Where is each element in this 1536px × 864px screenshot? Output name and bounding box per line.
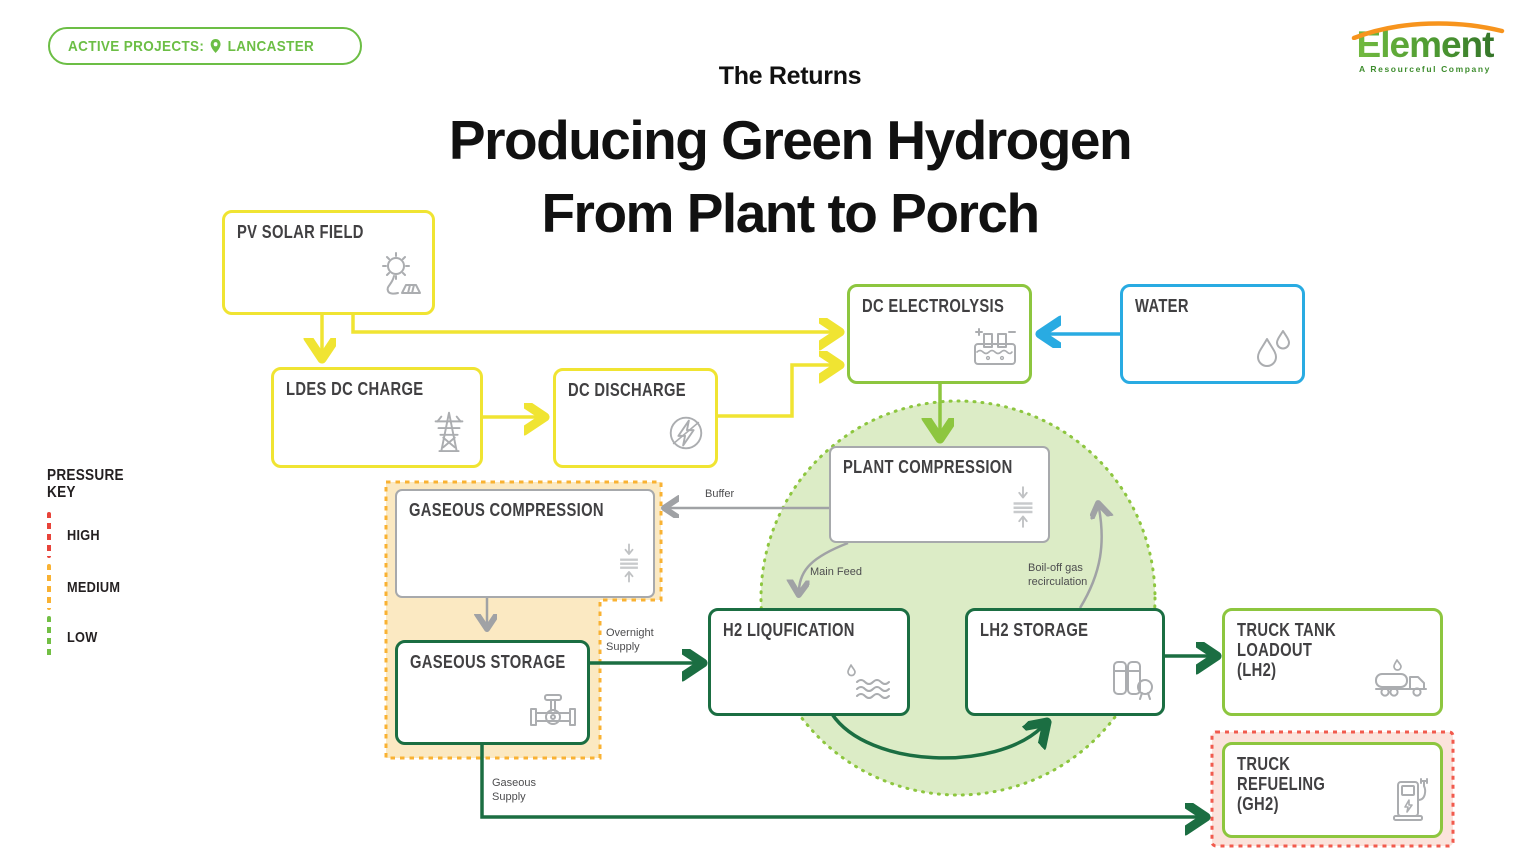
compression-icon (1006, 484, 1040, 535)
flow-label-gaseous-supply: Gaseous Supply (492, 777, 537, 804)
node-dc-electrolysis: DC ELECTROLYSIS (847, 284, 1032, 384)
pressure-key-title-line1: PRESSURE (47, 467, 124, 484)
node-gaseous-storage: GASEOUS STORAGE (395, 640, 590, 745)
page-header: The Returns Producing Green Hydrogen Fro… (44, 62, 1536, 241)
node-h2-liquification: H2 LIQUFICATION (708, 608, 910, 716)
node-label-line2: REFUELING (1237, 774, 1326, 795)
node-lh2-storage: LH2 STORAGE (965, 608, 1165, 716)
flow-gaseous-supply (480, 745, 1199, 817)
high-pressure-swatch (47, 512, 51, 558)
node-label: PLANT COMPRESSION (843, 457, 1013, 477)
transmission-tower-icon (426, 406, 472, 459)
node-label: GASEOUS STORAGE (410, 652, 566, 672)
node-label-line3: (LH2) (1237, 660, 1277, 681)
sun-solar-panel-icon (368, 249, 424, 306)
flow-label-boil-off: Boil-off gas recirculation (1028, 562, 1088, 589)
pressure-key-label-medium: MEDIUM (67, 579, 121, 596)
logo-tagline: A Resourceful Company (1359, 64, 1491, 74)
element-logo: Element A Resourceful Company (1340, 18, 1510, 74)
node-pv-solar-field: PV SOLAR FIELD (222, 210, 435, 315)
node-label-line1: TRUCK TANK (1237, 620, 1336, 640)
storage-tanks-icon (1106, 654, 1154, 707)
pressure-key: PRESSURE KEY HIGH MEDIUM LOW (47, 467, 137, 658)
pipe-valve-icon (527, 689, 579, 736)
pressure-key-label-high: HIGH (67, 527, 100, 544)
flow-label-buffer: Buffer (705, 488, 735, 500)
page-title-line1: Producing Green Hydrogen (448, 109, 1133, 171)
liquid-waves-icon (843, 662, 899, 707)
node-label: PV SOLAR FIELD (237, 222, 364, 242)
location-pin-icon (211, 39, 221, 53)
node-water: WATER (1120, 284, 1305, 384)
flow-label-main-feed: Main Feed (810, 566, 862, 578)
medium-pressure-swatch (47, 564, 51, 610)
pressure-key-title-line2: KEY (47, 483, 76, 501)
flow-main-feed (799, 541, 849, 590)
tanker-truck-icon (1372, 658, 1432, 707)
pressure-key-item-low: LOW (47, 616, 97, 658)
node-label-line3: (GH2) (1237, 794, 1279, 815)
logo-swoosh-icon (1351, 21, 1505, 40)
flow-label-overnight-supply: Overnight Supply (606, 627, 654, 654)
node-label: DC DISCHARGE (568, 380, 686, 400)
node-label-line1: TRUCK (1237, 754, 1291, 774)
node-label: GASEOUS COMPRESSION (409, 500, 604, 520)
flow-boil-off (1078, 508, 1102, 609)
low-pressure-swatch (47, 616, 51, 658)
lightning-bolt-icon (665, 412, 707, 459)
node-plant-compression: PLANT COMPRESSION (829, 446, 1050, 543)
node-truck-refueling: TRUCK REFUELING (GH2) (1222, 742, 1443, 838)
node-label: DC ELECTROLYSIS (862, 296, 1005, 316)
node-label-line2: LOADOUT (1237, 640, 1313, 661)
node-gaseous-compression: GASEOUS COMPRESSION (395, 489, 655, 598)
flow-pv-to-electrolysis (351, 315, 833, 332)
water-droplets-icon (1250, 326, 1294, 375)
pressure-key-label-low: LOW (67, 629, 98, 646)
badge-location: LANCASTER (227, 37, 315, 55)
header-kicker: The Returns (718, 62, 862, 90)
node-ldes-dc-charge: LDES DC CHARGE (271, 367, 483, 468)
compression-icon (613, 541, 645, 590)
node-label: LDES DC CHARGE (286, 379, 424, 399)
pressure-key-item-medium: MEDIUM (47, 564, 120, 610)
fuel-pump-icon (1388, 776, 1432, 829)
badge-label: ACTIVE PROJECTS: (68, 37, 205, 55)
node-dc-discharge: DC DISCHARGE (553, 368, 718, 468)
node-label: WATER (1135, 296, 1189, 316)
logo-wordmark: Element (1340, 26, 1510, 63)
node-label: H2 LIQUFICATION (723, 620, 855, 640)
page-title-line2: From Plant to Porch (541, 182, 1040, 244)
active-projects-badge: ACTIVE PROJECTS: LANCASTER (48, 27, 362, 65)
pressure-key-item-high: HIGH (47, 512, 100, 558)
node-label: LH2 STORAGE (980, 620, 1089, 640)
node-truck-tank-loadout: TRUCK TANK LOADOUT (LH2) (1222, 608, 1443, 716)
electrolysis-cell-icon (969, 326, 1021, 375)
flow-liq-to-lh2 (830, 713, 1042, 760)
flow-discharge-to-electrolysis (718, 365, 833, 418)
